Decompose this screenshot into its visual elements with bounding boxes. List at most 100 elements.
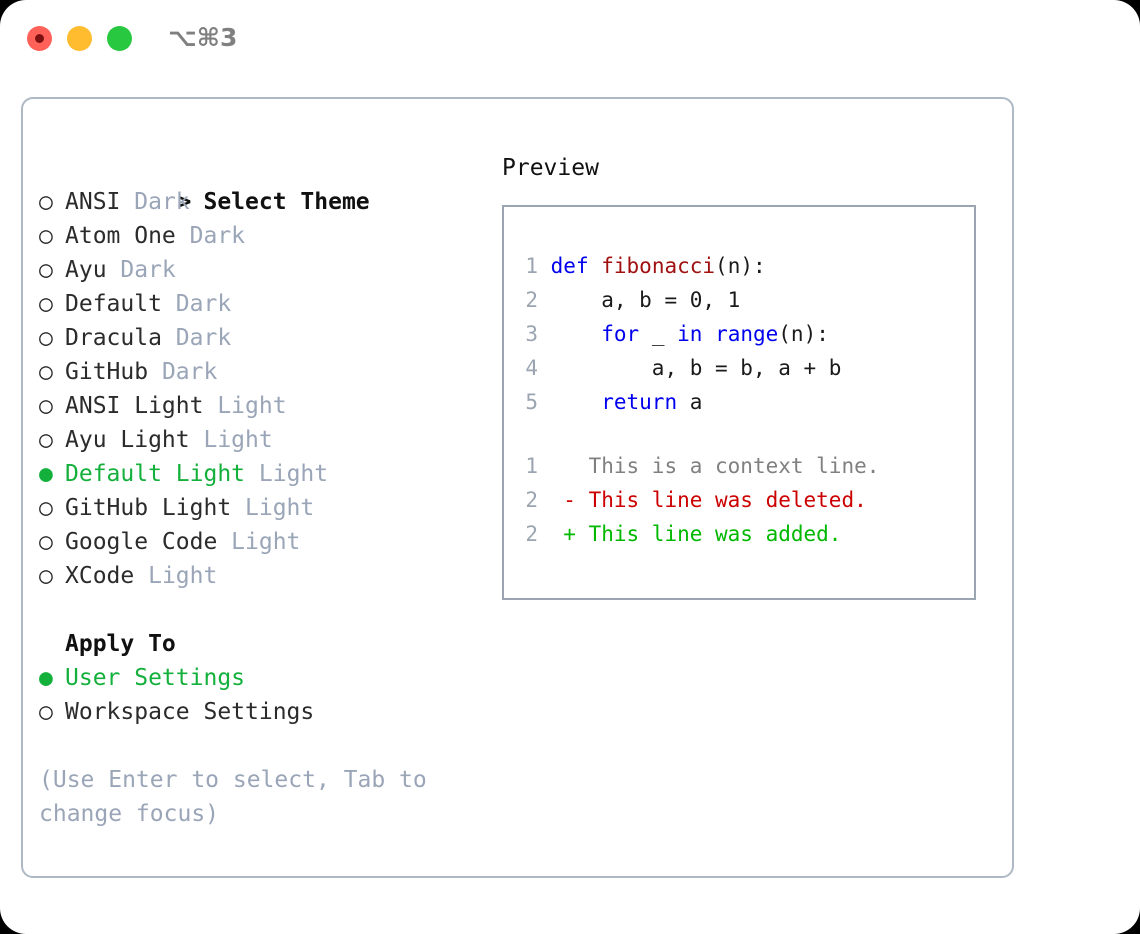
theme-name: Ayu Light [65,427,204,453]
code-token: a [677,390,703,414]
code-line: 1 def fibonacci(n): [516,249,966,283]
theme-option-default[interactable]: ○ Default Dark [39,287,499,321]
zoom-button-icon[interactable] [107,26,132,51]
theme-picker-column: > Select Theme ○ ANSI Dark○ Atom One Dar… [39,151,499,831]
main-panel: > Select Theme ○ ANSI Dark○ Atom One Dar… [21,97,1014,878]
diff-line: 2 - This line was deleted. [516,483,966,517]
theme-option-ayu[interactable]: ○ Ayu Dark [39,253,499,287]
code-token: return [601,390,678,414]
close-button-icon[interactable] [27,26,52,51]
section-spacer [39,593,499,627]
radio-unselected-icon: ○ [39,393,67,419]
code-token: (n): [778,322,829,346]
diff-text: This line was added. [588,522,842,546]
apply-to-label: Workspace Settings [65,699,315,725]
theme-option-ansi-light[interactable]: ○ ANSI Light Light [39,389,499,423]
code-token: _ [639,322,678,346]
theme-name: Dracula [65,325,176,351]
radio-unselected-icon: ○ [39,223,67,249]
theme-picker-header: > Select Theme [39,151,499,215]
apply-to-option-user-settings[interactable]: ● User Settings [39,661,499,695]
line-number: 5 [525,390,538,414]
diff-text: This is a context line. [588,454,880,478]
line-number: 2 [525,288,538,312]
prompt-caret-icon: > [177,189,206,215]
code-diff-spacer [516,419,966,449]
theme-variant-label: Dark [120,257,176,283]
theme-option-ansi[interactable]: ○ ANSI Dark [39,185,499,219]
radio-selected-icon: ● [39,461,67,487]
radio-unselected-icon: ○ [39,189,67,215]
line-number: 1 [525,254,538,278]
theme-name: XCode [65,563,149,589]
theme-name: Ayu [65,257,121,283]
code-token: for [601,322,640,346]
keyboard-hint: (Use Enter to select, Tab to change focu… [39,767,441,827]
theme-option-github-light[interactable]: ○ GitHub Light Light [39,491,499,525]
theme-option-dracula[interactable]: ○ Dracula Dark [39,321,499,355]
theme-variant-label: Light [148,563,218,589]
theme-list: ○ ANSI Dark○ Atom One Dark○ Ayu Dark○ De… [39,185,499,593]
theme-name: Default Light [65,461,259,487]
theme-name: GitHub [65,359,162,385]
theme-option-atom-one[interactable]: ○ Atom One Dark [39,219,499,253]
window-controls [27,26,132,51]
preview-column: Preview 1 def fibonacci(n):2 a, b = 0, 1… [502,151,1002,600]
radio-selected-icon: ● [39,665,67,691]
theme-name: ANSI Light [65,393,218,419]
theme-option-default-light[interactable]: ● Default Light Light [39,457,499,491]
theme-option-github[interactable]: ○ GitHub Dark [39,355,499,389]
theme-variant-label: Light [258,461,329,487]
code-token [551,390,602,414]
theme-option-google-code[interactable]: ○ Google Code Light [39,525,499,559]
diff-line: 1 This is a context line. [516,449,966,483]
radio-unselected-icon: ○ [39,427,67,453]
apply-to-label: User Settings [65,665,246,691]
radio-unselected-icon: ○ [39,699,67,725]
theme-variant-label: Dark [175,291,232,317]
radio-unselected-icon: ○ [39,257,67,283]
diff-marker: - [563,488,589,512]
theme-variant-label: Dark [175,325,232,351]
theme-option-xcode[interactable]: ○ XCode Light [39,559,499,593]
theme-name: GitHub Light [65,495,246,521]
diff-lines: 1 This is a context line.2 - This line w… [516,449,966,551]
keyboard-shortcut-label: ⌥⌘3 [168,23,238,52]
theme-name: Atom One [65,223,190,249]
diff-line: 2 + This line was added. [516,517,966,551]
apply-to-option-workspace-settings[interactable]: ○ Workspace Settings [39,695,499,729]
theme-variant-label: Light [217,393,287,419]
apply-to-list: ● User Settings○ Workspace Settings [39,661,499,729]
preview-title: Preview [502,155,599,181]
radio-unselected-icon: ○ [39,359,67,385]
radio-unselected-icon: ○ [39,529,67,555]
code-line: 4 a, b = b, a + b [516,351,966,385]
code-token [551,322,602,346]
theme-variant-label: Light [245,495,315,521]
apply-to-header: Apply To [65,631,176,657]
radio-unselected-icon: ○ [39,325,67,351]
code-line: 3 for _ in range(n): [516,317,966,351]
line-number: 2 [525,488,538,512]
code-line: 5 return a [516,385,966,419]
page-title: Select Theme [203,189,370,215]
code-token: range [715,322,779,346]
theme-variant-label: Dark [189,223,246,249]
code-token: def [550,254,589,278]
line-number: 1 [525,454,538,478]
theme-option-ayu-light[interactable]: ○ Ayu Light Light [39,423,499,457]
theme-variant-label: Light [231,529,301,555]
code-token: (n): [715,254,766,278]
radio-unselected-icon: ○ [39,563,67,589]
code-line: 2 a, b = 0, 1 [516,283,966,317]
line-number: 4 [525,356,538,380]
theme-variant-label: Light [203,427,273,453]
code-token: fibonacci [601,254,716,278]
theme-name: ANSI [65,189,135,215]
line-number: 3 [525,322,538,346]
minimize-button-icon[interactable] [67,26,92,51]
code-token: a, b = b, a + b [550,356,842,380]
